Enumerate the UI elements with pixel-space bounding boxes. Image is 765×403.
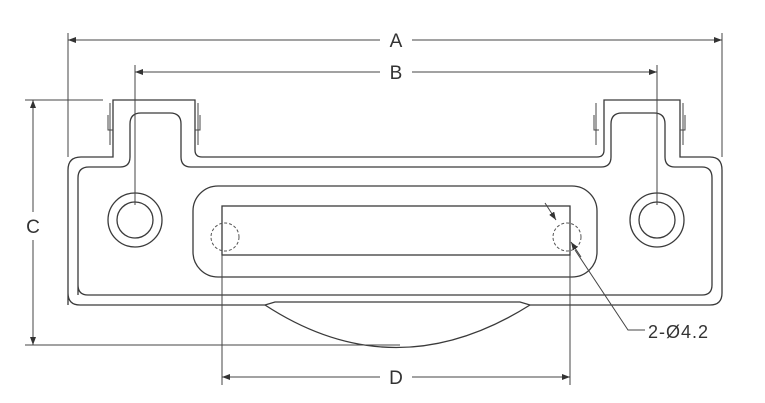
slot [192, 185, 598, 278]
dimension-b-label: B [390, 63, 403, 84]
extension-lines [25, 33, 723, 385]
dimension-c-label: C [26, 217, 40, 238]
dimension-d-label: D [389, 368, 403, 389]
hole-callout-label: 2-Ø4.2 [648, 322, 709, 342]
hidden-hole-right [552, 222, 582, 252]
dimension-d: D [222, 368, 570, 389]
dimension-a: A [68, 31, 722, 52]
dimension-a-label: A [390, 31, 403, 52]
dimension-b: B [135, 63, 657, 84]
part-outline [67, 99, 723, 349]
dimension-c: C [26, 100, 40, 345]
hidden-hole-left [210, 222, 240, 252]
hole-callout: 2-Ø4.2 [544, 202, 709, 342]
